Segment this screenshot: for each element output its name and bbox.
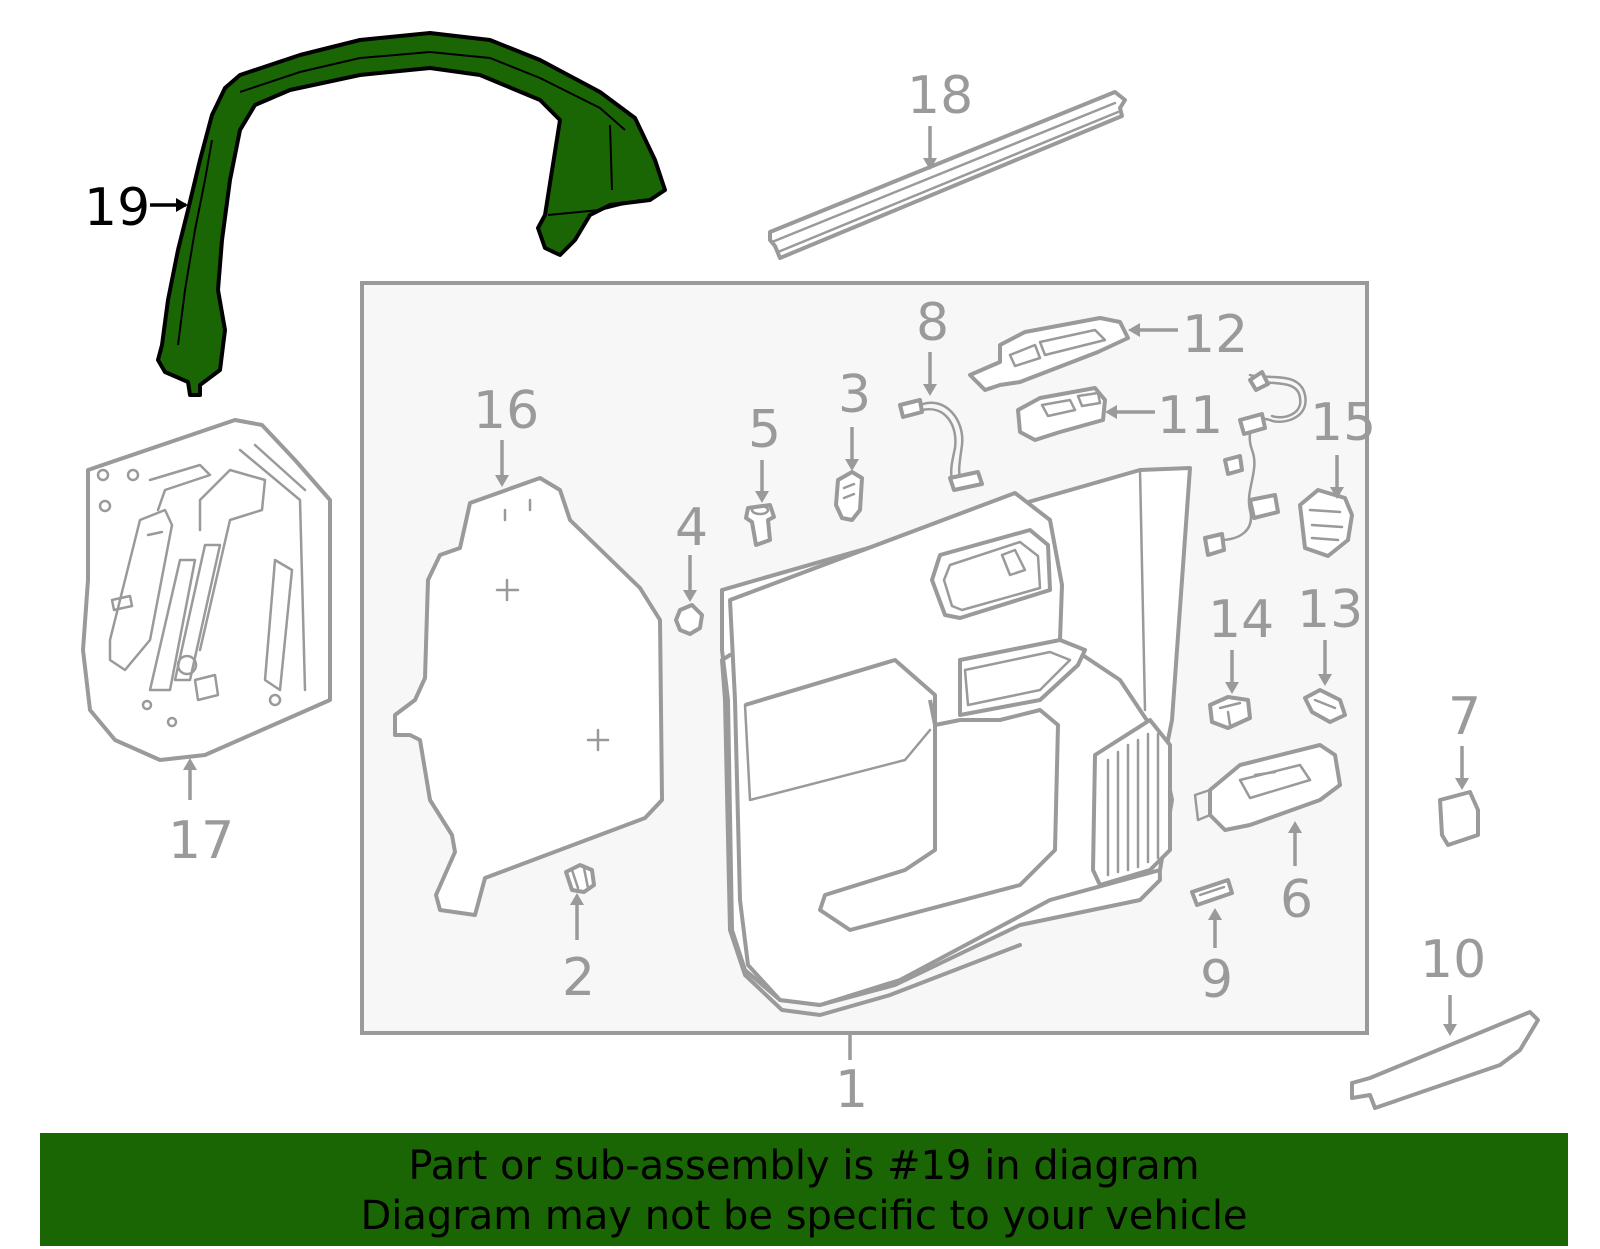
arrow-11 <box>1105 405 1117 419</box>
arrow-13 <box>1318 674 1332 686</box>
callout-4[interactable]: 4 <box>675 498 708 558</box>
callout-3[interactable]: 3 <box>838 365 871 425</box>
callout-18[interactable]: 18 <box>907 66 973 126</box>
part-8-wiring-harness[interactable] <box>898 398 984 492</box>
callout-8[interactable]: 8 <box>916 293 949 353</box>
part-4-nut[interactable] <box>674 603 704 636</box>
callout-19[interactable]: 19 <box>84 178 150 238</box>
callout-13[interactable]: 13 <box>1297 580 1363 640</box>
callout-17[interactable]: 17 <box>168 811 234 871</box>
arrow-8 <box>923 384 937 396</box>
callout-5[interactable]: 5 <box>748 400 781 460</box>
part-14-switch[interactable] <box>1208 695 1252 730</box>
part-13-switch[interactable] <box>1303 688 1347 724</box>
banner-line-1: Part or sub-assembly is #19 in diagram <box>408 1143 1200 1189</box>
part-19-door-frame-seal[interactable] <box>156 31 667 397</box>
part-15-door-harness[interactable] <box>1203 370 1354 558</box>
part-1-door-trim-panel[interactable] <box>720 466 1192 1017</box>
info-banner: Part or sub-assembly is #19 in diagram D… <box>40 1133 1568 1246</box>
arrow-7 <box>1455 778 1469 790</box>
part-10-molding[interactable] <box>1350 1010 1540 1110</box>
arrow-14 <box>1225 682 1239 694</box>
part-12-switch-bezel[interactable] <box>968 316 1130 392</box>
callout-9[interactable]: 9 <box>1200 950 1233 1010</box>
part-11-window-switch[interactable] <box>1016 386 1107 442</box>
callout-16[interactable]: 16 <box>473 381 539 441</box>
part-3-clip[interactable] <box>834 470 864 522</box>
banner-line-2: Diagram may not be specific to your vehi… <box>360 1193 1248 1239</box>
arrow-5 <box>755 491 769 503</box>
part-18-belt-molding[interactable] <box>768 90 1127 260</box>
callout-11[interactable]: 11 <box>1157 386 1223 446</box>
part-2-push-retainer[interactable] <box>564 863 596 894</box>
arrow-12 <box>1128 323 1140 337</box>
arrow-10 <box>1443 1024 1457 1036</box>
arrow-2 <box>570 893 584 905</box>
part-5-grommet[interactable] <box>744 503 776 547</box>
callout-1[interactable]: 1 <box>835 1060 868 1120</box>
callout-7[interactable]: 7 <box>1448 687 1481 747</box>
part-6-inside-handle[interactable] <box>1193 743 1342 832</box>
arrow-9 <box>1208 908 1222 920</box>
arrow-6 <box>1288 821 1302 833</box>
callout-14[interactable]: 14 <box>1208 590 1274 650</box>
callout-15[interactable]: 15 <box>1310 393 1376 453</box>
arrow-17 <box>183 758 197 770</box>
arrow-19 <box>176 198 188 212</box>
arrow-3 <box>845 459 859 471</box>
callout-10[interactable]: 10 <box>1420 930 1486 990</box>
part-16-water-deflector[interactable] <box>393 476 664 917</box>
callout-2[interactable]: 2 <box>562 948 595 1008</box>
callout-12[interactable]: 12 <box>1182 305 1248 365</box>
arrow-4 <box>683 590 697 602</box>
part-7-cap[interactable] <box>1438 790 1480 847</box>
part-9-trim-clip[interactable] <box>1190 878 1234 907</box>
arrow-15 <box>1330 487 1344 499</box>
arrow-16 <box>495 475 509 487</box>
arrow-18 <box>923 158 937 170</box>
callout-6[interactable]: 6 <box>1280 870 1313 930</box>
part-17-module-carrier[interactable] <box>81 418 332 762</box>
